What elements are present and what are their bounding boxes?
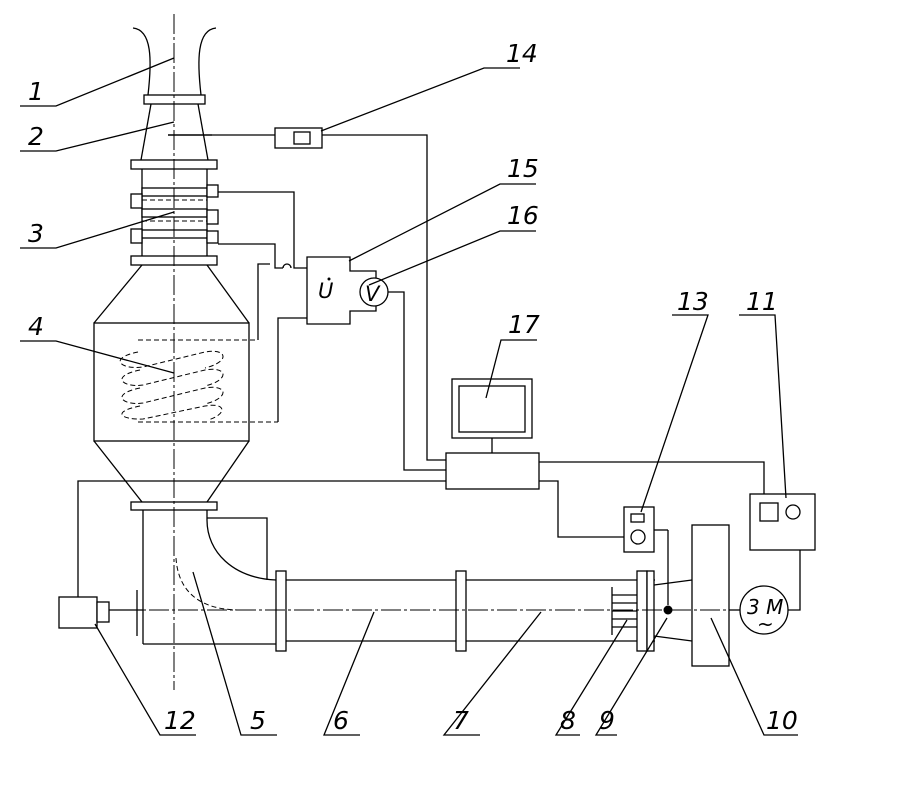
heating-coil (119, 350, 224, 421)
label-2: 2 (28, 122, 44, 151)
label-16: 16 (507, 201, 539, 230)
converter-15: U (306, 256, 377, 325)
meter-13 (623, 506, 669, 605)
label-15: 15 (507, 154, 539, 183)
motor-label: 3 M (747, 595, 783, 619)
label-13: 13 (677, 287, 709, 316)
reference-numbers: 1 2 3 4 14 15 16 17 13 11 12 5 6 7 8 9 1… (28, 39, 798, 735)
heat-exchanger (93, 264, 278, 511)
leader-lines (20, 57, 798, 736)
motor-tilde: ~ (757, 612, 774, 636)
wiring (218, 191, 765, 538)
converter-symbol: U (318, 279, 333, 303)
label-5: 5 (250, 706, 266, 735)
sensor-12 (58, 480, 446, 629)
motor: 3 M ~ (739, 585, 789, 636)
label-7: 7 (453, 706, 469, 735)
impeller-section (611, 570, 693, 652)
label-11: 11 (746, 287, 778, 316)
label-8: 8 (560, 706, 576, 735)
label-9: 9 (599, 706, 615, 735)
computer-17 (451, 378, 533, 453)
label-10: 10 (766, 706, 798, 735)
fan-housing (691, 524, 730, 667)
voltmeter-16: V (359, 277, 389, 307)
pipe-sections (275, 570, 655, 652)
converter-dot (327, 277, 331, 281)
label-1: 1 (28, 77, 44, 106)
label-3: 3 (28, 219, 44, 248)
label-14: 14 (506, 39, 538, 68)
frequency-converter (749, 493, 816, 611)
label-12: 12 (164, 706, 196, 735)
label-17: 17 (508, 310, 540, 339)
voltmeter-symbol: V (365, 282, 381, 306)
pressure-meter-14 (212, 127, 446, 461)
label-6: 6 (333, 706, 349, 735)
data-acquisition-unit (445, 452, 540, 490)
fan-unit (663, 524, 741, 667)
elbow (136, 510, 277, 645)
label-4: 4 (28, 312, 44, 341)
